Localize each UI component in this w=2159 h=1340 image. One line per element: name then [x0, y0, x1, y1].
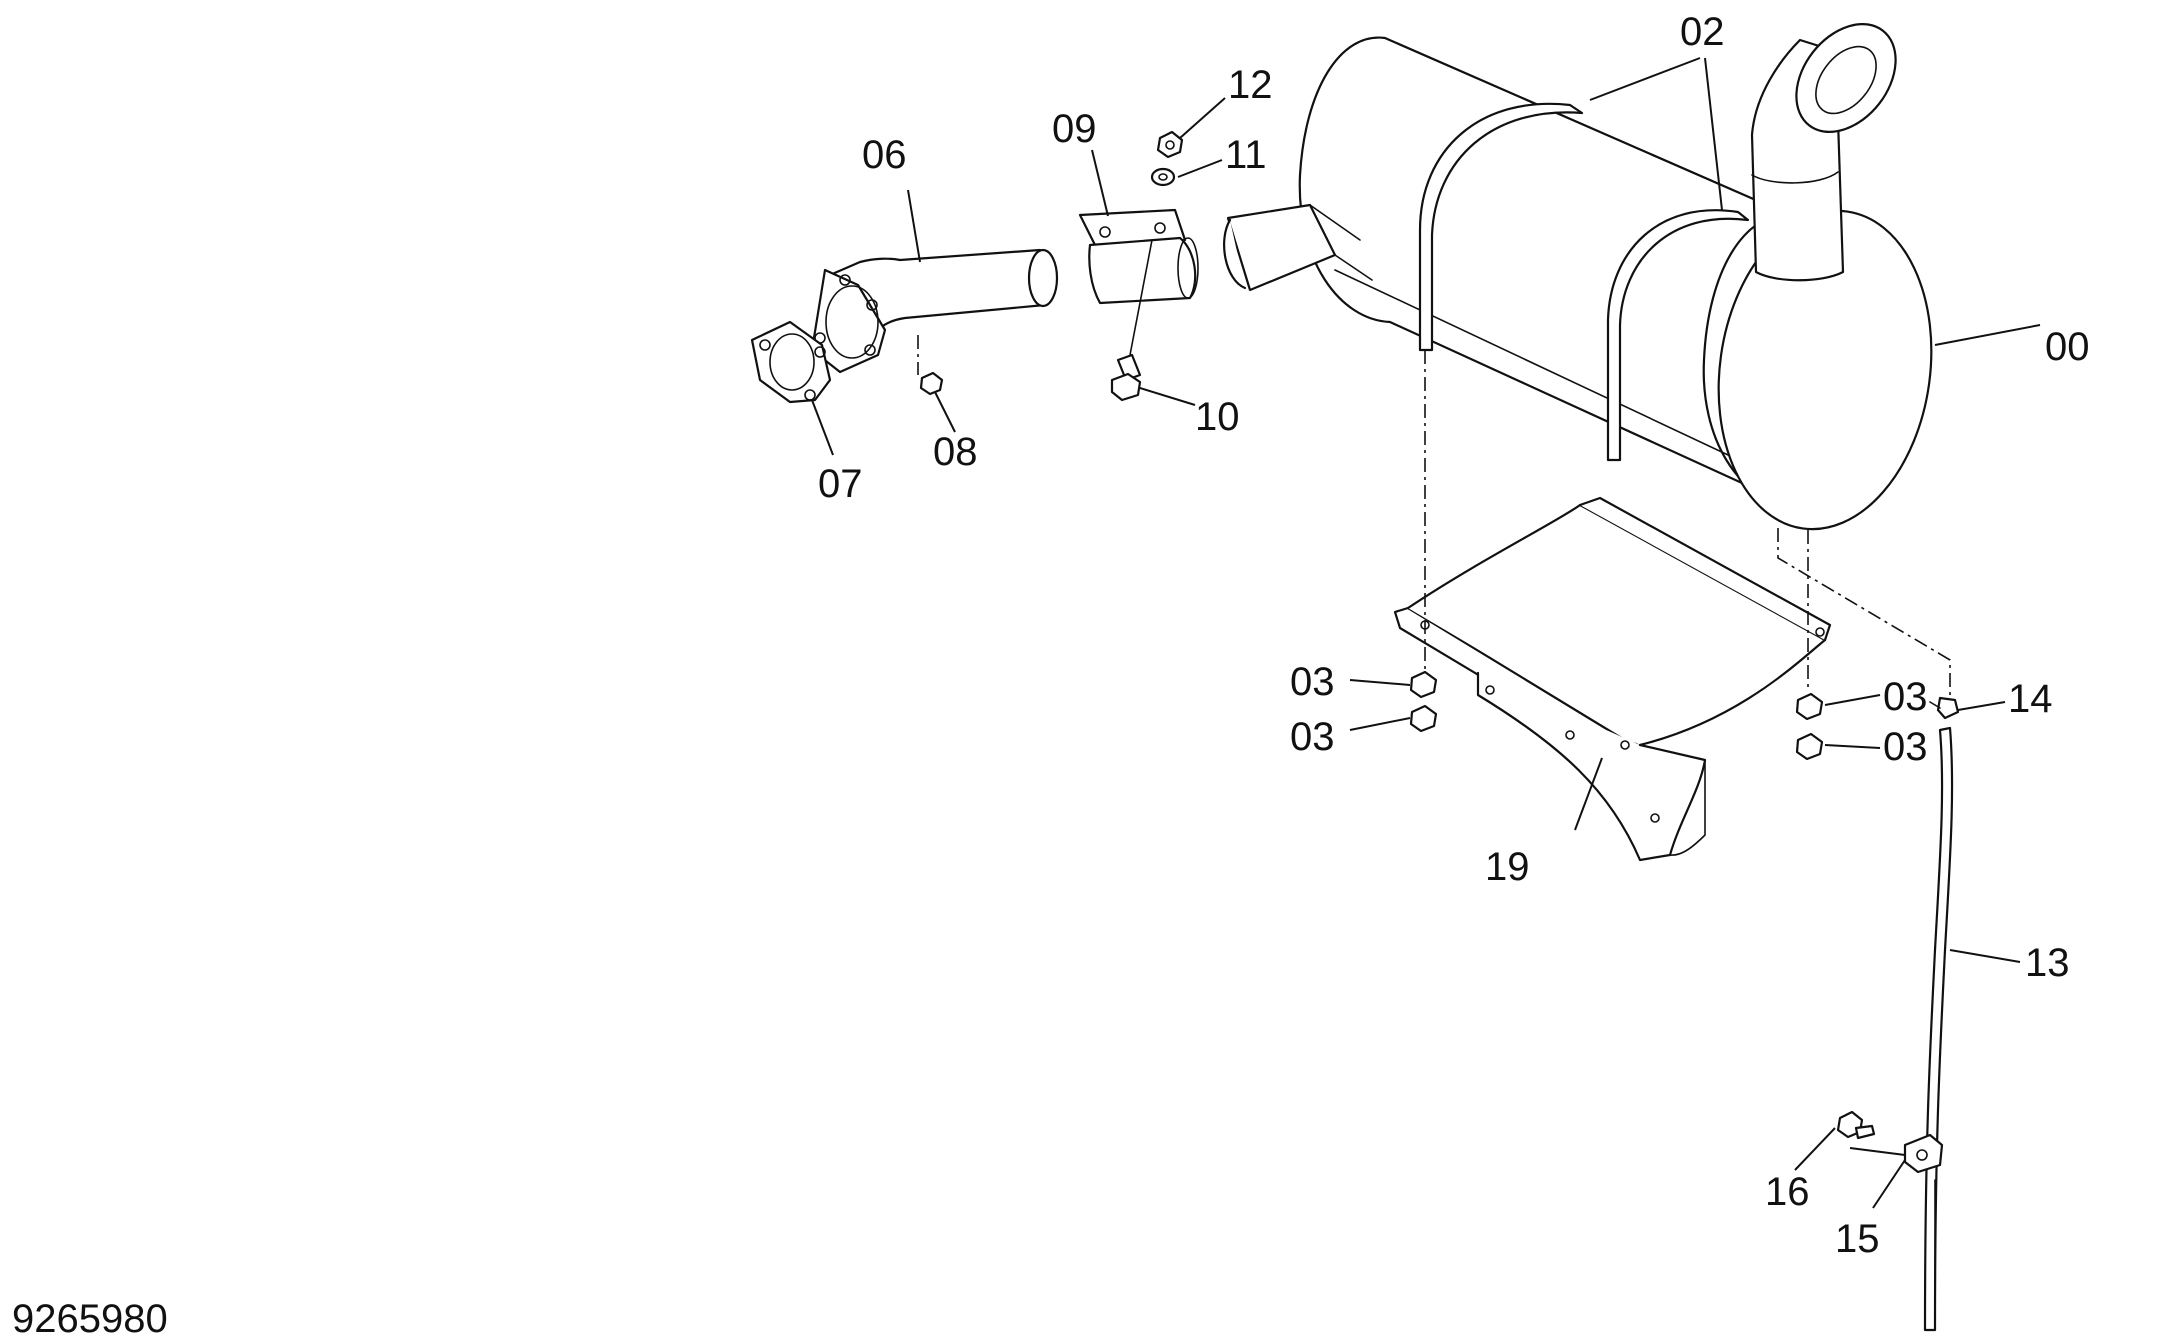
- clamp-bolt-16: [1836, 1110, 1876, 1140]
- exhaust-elbow-pipe: [810, 248, 1059, 374]
- fastener-nut-08: [917, 335, 944, 396]
- callout-06: 06: [862, 133, 907, 177]
- callout-09: 09: [1052, 107, 1097, 151]
- muffler-tailpipe: [1750, 23, 1897, 282]
- assembly-line-drain: [1777, 528, 1951, 705]
- muffler-bracket: [1393, 496, 1832, 862]
- fastener-nut-03-right-upper: [1795, 692, 1824, 721]
- callout-02: 02: [1680, 10, 1725, 54]
- callout-13: 13: [2025, 941, 2070, 985]
- drain-tube: [1923, 726, 1954, 1332]
- leader-lines: [811, 57, 2041, 1209]
- callout-00: 00: [2045, 325, 2090, 369]
- fastener-nut-12: [1156, 130, 1184, 159]
- fastener-bolt-10: [1110, 239, 1153, 402]
- callout-16: 16: [1765, 1170, 1810, 1214]
- callout-14: 14: [2008, 677, 2053, 721]
- callout-19: 19: [1485, 845, 1530, 889]
- callout-10: 10: [1195, 395, 1240, 439]
- muffler-body: [1223, 36, 1933, 531]
- exhaust-gasket: [750, 320, 832, 404]
- callout-12: 12: [1228, 63, 1273, 107]
- document-number: 9265980: [12, 1297, 168, 1340]
- fastener-nut-03-left-upper: [1409, 670, 1438, 699]
- fastener-nut-03-left-lower: [1409, 704, 1438, 733]
- u-bolt-straps: [1418, 102, 1750, 462]
- callout-15: 15: [1835, 1217, 1880, 1261]
- pipe-clamp: [1078, 208, 1199, 305]
- callout-07: 07: [818, 462, 863, 506]
- callout-11: 11: [1225, 133, 1267, 177]
- tube-clamp-15: [1903, 1133, 1944, 1174]
- fastener-washer-11: [1150, 167, 1176, 187]
- drain-clip-14: [1929, 696, 1960, 720]
- callout-03-right-lower: 03: [1883, 725, 1928, 769]
- callout-03-right-upper: 03: [1883, 675, 1928, 719]
- callout-03-left-lower: 03: [1290, 715, 1335, 759]
- callout-08: 08: [933, 430, 978, 474]
- fastener-nut-03-right-lower: [1795, 732, 1824, 761]
- callout-03-left-upper: 03: [1290, 660, 1335, 704]
